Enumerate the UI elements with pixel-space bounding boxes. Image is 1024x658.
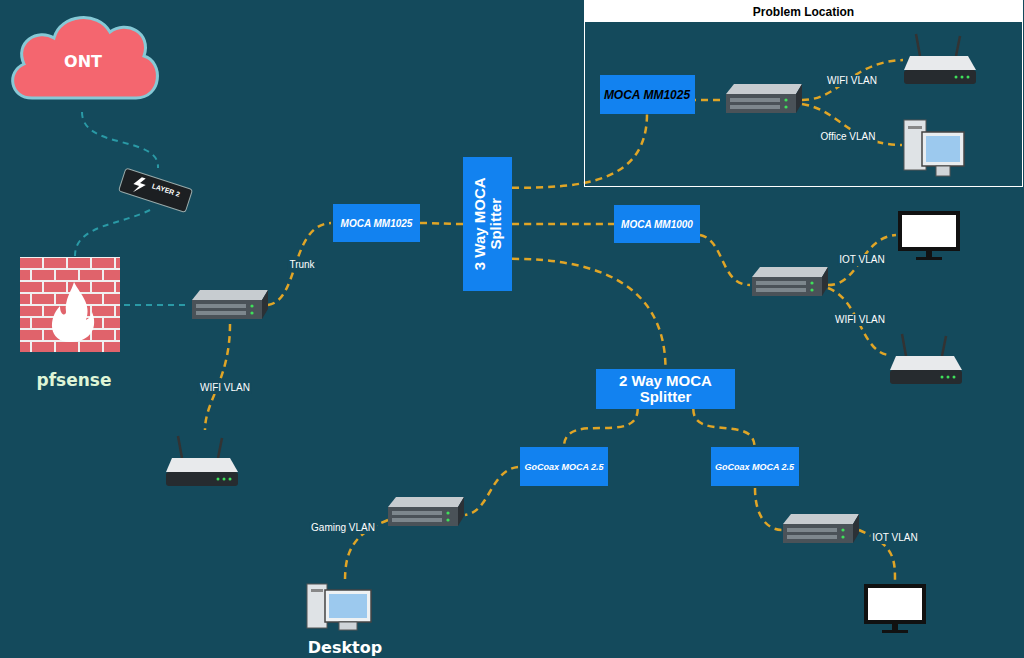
vlan-label: Trunk: [287, 259, 316, 271]
coax-connector: [693, 409, 754, 447]
vlan-label: IOT VLAN: [870, 532, 919, 544]
switch-icon: [726, 84, 802, 113]
coax-connector: [420, 223, 463, 224]
vlan-label: Office VLAN: [819, 131, 878, 143]
node-text: MOCA MM1000: [621, 219, 693, 230]
moca-adapter: GoCoax MOCA 2.5: [520, 447, 608, 486]
coax-connector: [512, 259, 666, 369]
node-text: GoCoax MOCA 2.5: [715, 462, 794, 472]
monitor-icon: [898, 211, 960, 260]
moca-adapter: MOCA MM1000: [614, 205, 700, 243]
ont-cloud: ONT: [2, 2, 164, 110]
switch-icon: [192, 290, 268, 319]
vlan-label: WIFI VLAN: [825, 75, 879, 87]
node-text: Desktop: [291, 638, 399, 657]
moca-splitter: 2 Way MOCA Splitter: [596, 369, 735, 409]
switch-icon: [752, 267, 828, 296]
node-text: 3 Way MOCA Splitter: [472, 163, 504, 285]
node-text: pfsense: [14, 370, 134, 390]
pc-icon: [904, 120, 964, 176]
node-text: GoCoax MOCA 2.5: [524, 462, 603, 472]
node-text: ONT: [64, 52, 102, 71]
router-icon: [166, 436, 238, 486]
location-panel: Problem LocationMOCA MM1025: [584, 0, 1023, 187]
vlan-label: WIFI VLAN: [198, 382, 252, 394]
coax-connector: [512, 223, 614, 226]
node-text: MOCA MM1025: [341, 218, 413, 229]
vlan-label: WIFI VLAN: [833, 314, 887, 326]
moca-adapter: GoCoax MOCA 2.5: [711, 447, 799, 486]
moca-splitter: 3 Way MOCA Splitter: [463, 157, 512, 291]
moca-adapter: MOCA MM1025: [333, 204, 420, 242]
firewall: pfsense: [14, 254, 134, 390]
desktop-computer: Desktop: [291, 582, 399, 657]
router-icon: [904, 34, 976, 84]
switch-icon: [388, 497, 464, 526]
coax-connector: [512, 114, 647, 188]
node-text: MOCA MM1025: [604, 88, 690, 102]
monitor-icon: [864, 584, 926, 633]
coax-connector: [564, 409, 638, 447]
node-text: 2 Way MOCA Splitter: [596, 373, 735, 405]
node-text: Problem Location: [753, 5, 854, 19]
router-icon: [890, 334, 962, 384]
device-label: LAYER 2: [149, 181, 183, 200]
switch-icon: [783, 514, 859, 543]
moca-adapter: MOCA MM1025: [600, 75, 695, 114]
vlan-label: IOT VLAN: [837, 254, 886, 266]
vlan-label: Gaming VLAN: [309, 522, 377, 534]
